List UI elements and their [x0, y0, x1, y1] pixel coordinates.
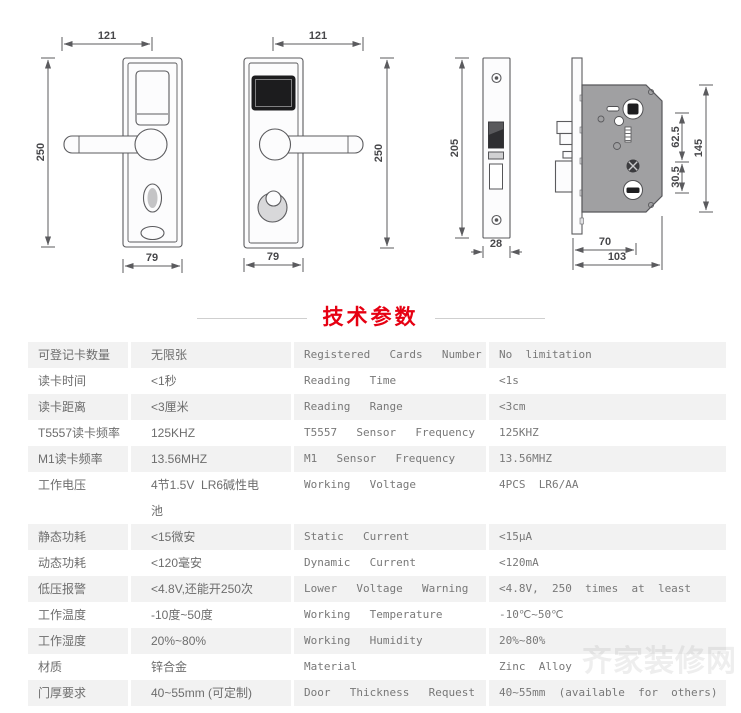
- spec-en-value: 20%~80%: [489, 628, 726, 654]
- spec-en-value: 13.56MHZ: [489, 446, 726, 472]
- spec-cn-value: <120毫安: [151, 556, 203, 570]
- spec-en-label: Static Current: [294, 524, 486, 550]
- spec-cn-label: 静态功耗: [28, 524, 128, 550]
- dim-body-62-5: 62.5: [670, 126, 682, 147]
- dim-body-height: 145: [693, 139, 705, 157]
- technical-drawings: 121 250 79 121: [0, 0, 741, 300]
- spec-cn-label: 材质: [38, 660, 63, 674]
- spec-cn-label: 工作温度: [38, 608, 87, 622]
- spec-cn-label: 门厚要求: [28, 680, 128, 706]
- page-title: 技术参数: [322, 306, 419, 329]
- spec-en-value: <120mA: [499, 556, 539, 569]
- dim-inner-width: 121: [98, 30, 116, 42]
- spec-cn-label: 读卡距离: [28, 394, 128, 420]
- spec-en-label: Registered Cards Number: [294, 342, 486, 368]
- drawing-inner-panel: 121 250 79: [35, 30, 183, 273]
- spec-cn-value: <1秒: [151, 374, 177, 388]
- lock-body-case: [581, 84, 663, 213]
- dim-outer-width: 121: [309, 30, 327, 42]
- deadbolt-side: [554, 160, 573, 193]
- spec-cn-value: -10度~50度: [151, 608, 213, 622]
- spec-en-label: Reading Time: [304, 374, 397, 387]
- card-reader-window: [251, 75, 296, 111]
- spec-en-label: Working Temperature: [304, 608, 443, 621]
- spec-en-label: M1 Sensor Frequency: [294, 446, 486, 472]
- spec-cn-label: 读卡时间: [38, 374, 87, 388]
- spec-en-value: <1s: [499, 374, 519, 387]
- spec-row: 读卡时间 <1秒 Reading Time <1s: [28, 368, 726, 394]
- spec-cn-label: M1读卡频率: [28, 446, 128, 472]
- section-title-row: 技术参数: [0, 302, 741, 334]
- spec-cn-value: 40~55mm (可定制): [131, 680, 291, 706]
- spec-en-value: Zinc Alloy: [499, 660, 572, 673]
- spindle-hole: [627, 103, 639, 115]
- dim-body-depth: 103: [608, 251, 626, 263]
- spec-row: 低压报警 <4.8V,还能开250次 Lower Voltage Warning…: [28, 576, 726, 602]
- spec-row: 材质 锌合金 Material Zinc Alloy: [28, 654, 726, 680]
- dim-faceplate-height: 205: [449, 139, 461, 157]
- spec-row: 静态功耗 <15微安 Static Current <15μA: [28, 524, 726, 550]
- dim-inner-height: 250: [35, 143, 47, 161]
- spec-en-label: T5557 Sensor Frequency: [304, 426, 475, 439]
- spec-row: 读卡距离 <3厘米 Reading Range <3cm: [28, 394, 726, 420]
- spec-en-label: Working Voltage: [304, 478, 416, 491]
- spec-en-value: No limitation: [489, 342, 726, 368]
- spec-row: T5557读卡频率 125KHZ T5557 Sensor Frequency …: [28, 420, 726, 446]
- spec-en-label: Lower Voltage Warning: [294, 576, 486, 602]
- spec-cn-value: 13.56MHZ: [131, 446, 291, 472]
- spec-row: 动态功耗 <120毫安 Dynamic Current <120mA: [28, 550, 726, 576]
- latch-bolt-side: [556, 120, 573, 135]
- spec-cn-value: 4节1.5V LR6碱性电池: [151, 478, 260, 518]
- spec-row: 工作电压 4节1.5V LR6碱性电池 Working Voltage 4PCS…: [28, 472, 726, 524]
- spec-cn-label: 低压报警: [28, 576, 128, 602]
- spec-en-value: 4PCS LR6/AA: [499, 478, 579, 491]
- spec-en-label: Reading Range: [294, 394, 486, 420]
- dim-outer-plate-width: 79: [267, 251, 279, 263]
- title-divider-left: [196, 317, 307, 319]
- spec-en-value: <15μA: [489, 524, 726, 550]
- spec-cn-value: 锌合金: [151, 660, 188, 674]
- spec-en-value: -10℃~50℃: [499, 608, 564, 621]
- dim-body-30-5: 30.5: [670, 166, 682, 187]
- spec-en-value: 125KHZ: [499, 426, 539, 439]
- title-divider-right: [434, 317, 545, 319]
- spec-cn-value: 125KHZ: [151, 426, 196, 440]
- spec-cn-value: 20%~80%: [131, 628, 291, 654]
- spec-row: M1读卡频率 13.56MHZ M1 Sensor Frequency 13.5…: [28, 446, 726, 472]
- spec-cn-value: <15微安: [131, 524, 291, 550]
- spec-row: 工作湿度 20%~80% Working Humidity 20%~80%: [28, 628, 726, 654]
- spec-cn-label: 可登记卡数量: [28, 342, 128, 368]
- spec-cn-value: <4.8V,还能开250次: [131, 576, 291, 602]
- spec-en-label: Material: [304, 660, 357, 673]
- dim-inner-plate-width: 79: [146, 252, 158, 264]
- spec-cn-label: 工作湿度: [28, 628, 128, 654]
- dim-body-backset: 70: [599, 236, 611, 248]
- spec-row: 工作温度 -10度~50度 Working Temperature -10℃~5…: [28, 602, 726, 628]
- spec-cn-label: 动态功耗: [38, 556, 87, 570]
- drawings-svg: 121 250 79 121: [35, 30, 713, 273]
- spec-en-value: 40~55mm (available for others): [489, 680, 726, 706]
- spec-en-label: Dynamic Current: [304, 556, 416, 569]
- spec-row: 门厚要求 40~55mm (可定制) Door Thickness Reques…: [28, 680, 726, 706]
- spec-en-value: <4.8V, 250 times at least: [489, 576, 726, 602]
- spec-cn-value: <3厘米: [131, 394, 291, 420]
- spec-en-label: Working Humidity: [294, 628, 486, 654]
- spec-cn-label: 工作电压: [38, 478, 87, 492]
- drawing-lock-body: 62.5 30.5 145 70 103: [554, 57, 713, 270]
- spec-en-value: <3cm: [489, 394, 726, 420]
- dim-outer-height: 250: [373, 144, 385, 162]
- spec-row: 可登记卡数量 无限张 Registered Cards Number No li…: [28, 342, 726, 368]
- spec-cn-value: 无限张: [131, 342, 291, 368]
- spec-cn-label: T5557读卡频率: [38, 426, 121, 440]
- drawing-faceplate: 205 28: [449, 57, 522, 258]
- deadbolt-opening: [489, 163, 503, 190]
- dim-faceplate-width: 28: [490, 238, 502, 250]
- spec-table: 可登记卡数量 无限张 Registered Cards Number No li…: [28, 342, 726, 706]
- spec-en-label: Door Thickness Request: [294, 680, 486, 706]
- watermark: 齐家装修网: [582, 645, 737, 678]
- drawing-outer-panel: 121 250 79: [243, 30, 394, 272]
